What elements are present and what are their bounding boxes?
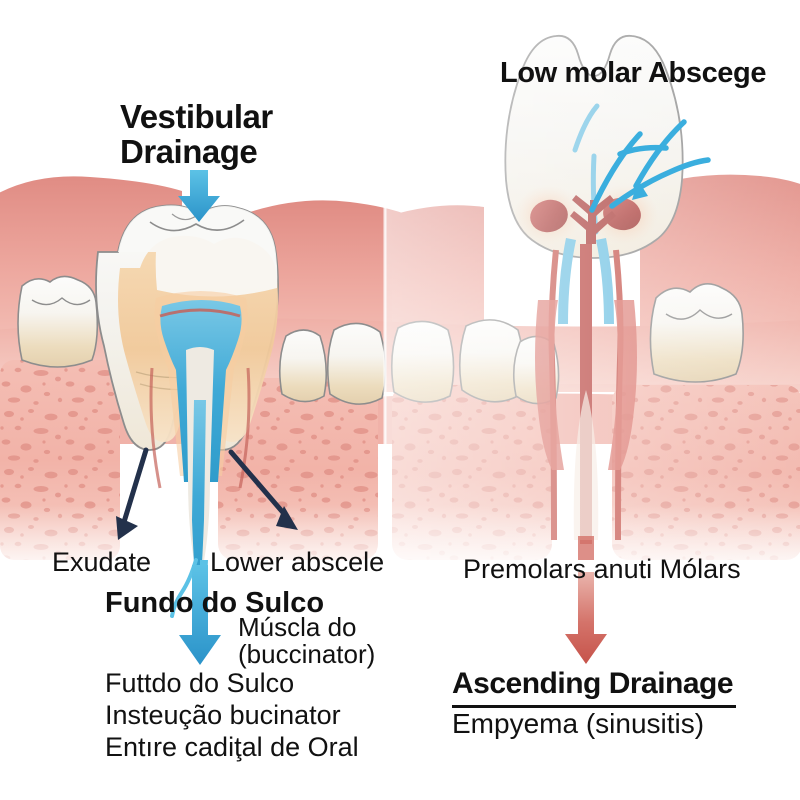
low-molar-abscess-title: Low molar Abscege xyxy=(500,57,767,89)
fundo-do-sulco-label: Fundo do Sulco xyxy=(105,587,325,619)
empyema-label: Empyema (sinusitis) xyxy=(452,708,705,739)
down-arrow-red-icon xyxy=(565,536,607,664)
left-molar-cross-section xyxy=(95,204,279,618)
lower-abscess-label: Lower abscele xyxy=(210,547,385,577)
down-arrow-cyan-icon xyxy=(178,170,220,222)
down-arrow-cyan-large-icon xyxy=(179,565,221,665)
curved-arrow-cyan-head-icon xyxy=(632,180,648,200)
sulcus-block-line2: Insteução bucinator xyxy=(105,699,341,730)
panel-divider-wash xyxy=(385,0,800,800)
ascending-drainage-rule xyxy=(452,705,736,708)
vestibular-title-line1: Vestibular xyxy=(120,98,273,135)
sulcus-block-line1: Futtdo do Sulco xyxy=(105,668,295,698)
sulcus-block-line3: Entıre cadiţal de Oral xyxy=(105,731,359,762)
vestibular-drainage-title: Vestibular Drainage xyxy=(120,98,273,170)
muscle-label-line2: (buccinator) xyxy=(238,639,376,670)
premolars-molars-label: Premolars anuti Mólars xyxy=(463,554,741,584)
exudate-label: Exudate xyxy=(52,547,152,577)
muscle-label-line1: Múscla do xyxy=(238,612,357,642)
vestibular-title-line2: Drainage xyxy=(120,132,258,170)
buccinator-muscle-label: Múscla do (buccinator) xyxy=(238,612,376,670)
sulcus-insertion-block: Futtdo do Sulco Insteução bucinator Entı… xyxy=(105,668,359,764)
curved-arrow-cyan-icon xyxy=(589,119,711,213)
pointer-arrow-navy-icon xyxy=(116,447,298,540)
ascending-drainage-title: Ascending Drainage xyxy=(452,667,734,700)
